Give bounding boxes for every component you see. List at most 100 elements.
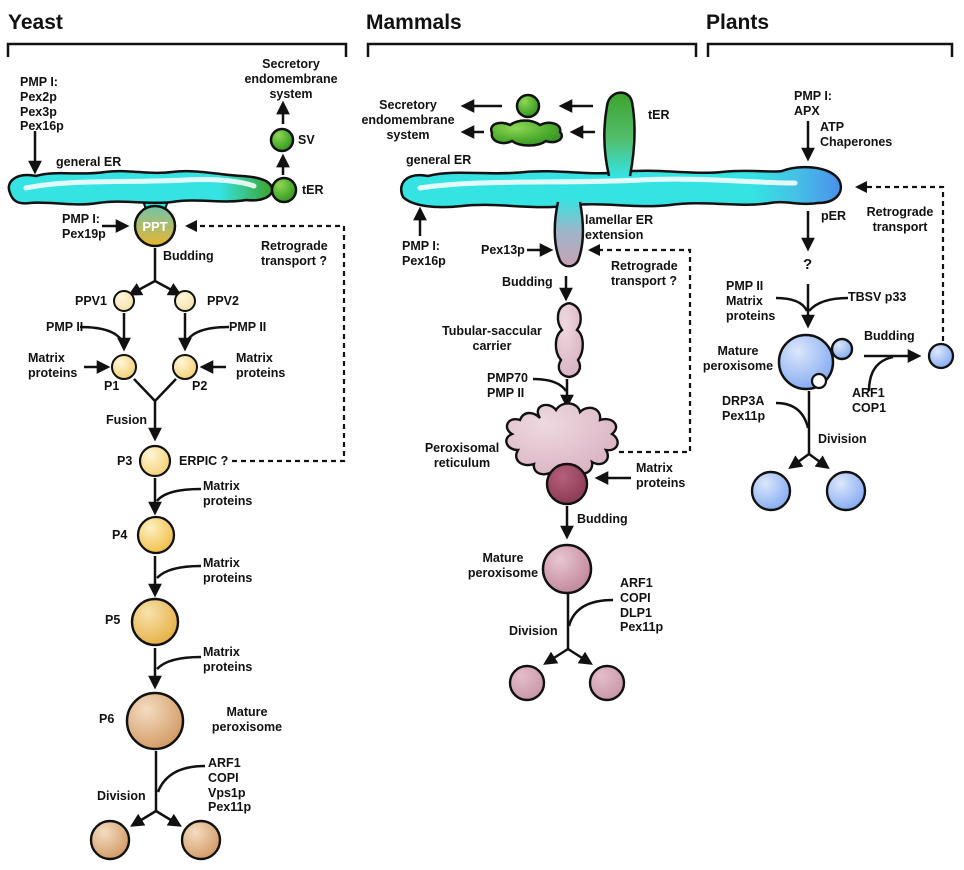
budding-branch-right [154,279,183,296]
plant-pmp2-matrix-label: PMP II Matrix proteins [726,279,776,323]
p3-label: P3 [117,454,133,468]
tbsv-label: TBSV p33 [848,290,907,304]
yeast-pex19-label: PMP I: Pex19p [62,212,106,241]
tbsv-curve-right [808,296,849,312]
lamellar-extension-outline [553,201,585,268]
drp3a-label: DRP3A Pex11p [722,394,766,423]
plant-atp-label: ATP Chaperones [820,120,893,149]
mammal-secretory-vesicle [515,93,541,119]
p1-label: P1 [104,379,120,393]
mammals-title: Mammals [366,11,462,34]
mammal-budding2-label: Budding [577,512,628,526]
plant-daughter-peroxisome-right [825,470,867,512]
mammal-mature-peroxisome [541,543,593,595]
yeast-division-factor-curve [156,764,206,793]
lamellar-extension-fill [554,198,583,267]
p2-label: P2 [192,379,208,393]
ppv2-label: PPV2 [207,294,239,308]
yeast-division-left [130,809,157,827]
mammal-budding1-label: Budding [502,275,553,289]
p3-vesicle [138,444,172,478]
yeast-matrix-p5-label: Matrix proteins [203,645,253,674]
mammal-division-label: Division [509,624,558,638]
mammal-ter-outline [602,91,636,177]
lamellar-label: lamellar ER extension [585,213,654,242]
yeast-pmp2-left-label: PMP II [46,320,84,334]
plant-division-left [788,452,810,470]
yeast-pmp2-right-label: PMP II [229,320,267,334]
plant-daughter-peroxisome-left [750,470,792,512]
yeast-daughter-peroxisome-left [89,819,131,861]
pmp2-right-curve [184,325,230,344]
mammal-secretory-cisterna [489,119,563,147]
plant-arrows [775,121,945,470]
tubular-saccular-carrier [554,302,584,379]
p5-vesicle [130,597,180,647]
plant-question-label: ? [803,256,813,273]
mammal-division-factor-curve [567,598,614,627]
mammal-ter-fill [604,92,635,176]
yeast-general-er-label: general ER [56,155,122,169]
p4-vesicle [136,515,176,555]
yeast-division-right [155,809,182,827]
pmp2-curve-left [775,296,809,312]
yeast-retrograde-label: Retrograde transport ? [261,239,328,268]
ppt-vesicle [133,204,177,248]
yeast-matrix-right-label: Matrix proteins [236,351,286,380]
drp3a-curve [775,401,810,429]
mammal-retrograde-label: Retrograde transport ? [611,259,678,288]
p2-vesicle [172,354,198,380]
matrix-p5-curve [156,655,202,670]
yeast-ter-label: tER [302,183,324,197]
mammal-matrix-label: Matrix proteins [636,461,686,490]
yeast-daughter-peroxisome-right [180,819,222,861]
plant-arf-label: ARF1 COP1 [852,386,887,415]
yeast-er-highlight [23,176,257,191]
erpic-label: ERPIC ? [179,454,229,468]
mammal-division-left [543,647,569,665]
plant-budded-vesicle [927,342,955,370]
mammal-ter-label: tER [648,108,670,122]
plant-division-right [808,452,830,470]
pex13-label: Pex13p [481,243,525,257]
yeast-matrix-p4-label: Matrix proteins [203,556,253,585]
mammal-mature-label: Mature peroxisome [467,551,539,580]
plant-budding-label: Budding [864,329,915,343]
pmp2-left-curve [79,325,125,344]
arf-cop1-curve [867,355,894,392]
yeast-mature-label: Mature peroxisome [211,705,283,734]
pmp70-curve [532,377,568,392]
yeast-ter-bulge [270,176,298,204]
mammal-secretory-label: Secretory endomembrane system [361,98,455,142]
ppv1-label: PPV1 [75,294,107,308]
mammal-er-highlight [417,176,798,191]
yeast-division-factors-label: ARF1 COPI Vps1p Pex11p [208,756,252,815]
mammal-general-er-label: general ER [406,153,472,167]
mammal-retrograde-dashed-arrow [587,243,692,454]
plants-bracket [706,42,954,57]
mammal-daughter-peroxisome-left [508,664,546,702]
yeast-budding-label: Budding [163,249,214,263]
ppv1-vesicle [113,290,135,312]
fusion-converge-lines [133,378,177,402]
peroxisomal-reticulum [505,402,619,479]
yeast-arrows [28,100,346,827]
yeast-division-label: Division [97,789,146,803]
yeast-sv-label: SV [298,133,315,147]
mammal-pex16-label: PMP I: Pex16p [402,239,446,268]
reticulum-bud [545,462,589,506]
yeast-matrix-left-label: Matrix proteins [28,351,78,380]
yeast-sv-vesicle [269,127,295,153]
p4-label: P4 [112,528,128,542]
yeast-secretory-label: Secretory endomembrane system [244,57,338,101]
ppv2-vesicle [174,290,196,312]
mammal-division-right [567,647,593,665]
p6-mature-peroxisome [125,691,185,751]
fusion-label: Fusion [106,413,147,427]
mammals-bracket [366,42,698,57]
ppt-label: PPT [142,219,168,234]
reticulum-label: Peroxisomal reticulum [424,441,500,470]
mammal-division-factors-label: ARF1 COPI DLP1 Pex11p [620,576,664,635]
p6-label: P6 [99,712,115,726]
